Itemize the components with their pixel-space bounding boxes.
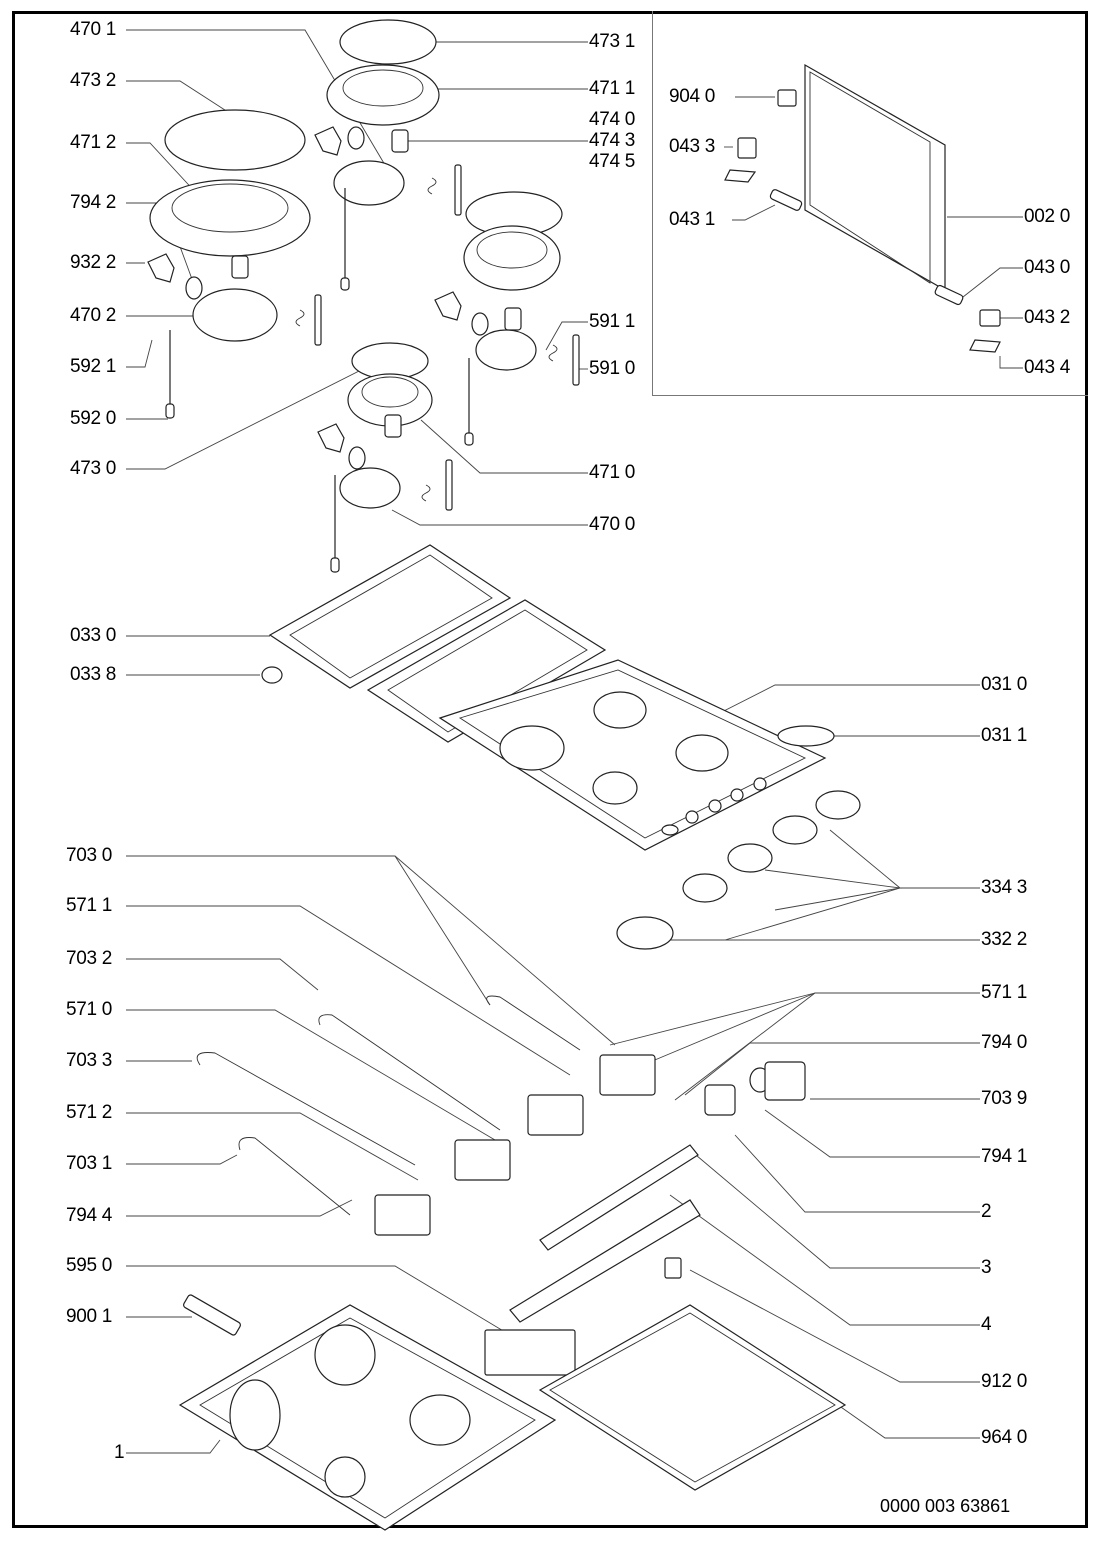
label-591-0: 591 0 [589, 358, 636, 379]
label-794-1: 794 1 [981, 1146, 1028, 1167]
label-703-3: 703 3 [66, 1050, 113, 1071]
label-033-0: 033 0 [70, 625, 117, 646]
label-703-2: 703 2 [66, 948, 113, 969]
label-703-1: 703 1 [66, 1153, 113, 1174]
label-2: 2 [981, 1201, 992, 1222]
label-595-0: 595 0 [66, 1255, 113, 1276]
label-703-9: 703 9 [981, 1088, 1028, 1109]
label-900-1: 900 1 [66, 1306, 113, 1327]
label-1: 1 [114, 1442, 125, 1463]
label-592-1: 592 1 [70, 356, 117, 377]
label-474-5: 474 5 [589, 151, 636, 172]
inset-leader-lines [724, 96, 1023, 369]
label-591-1: 591 1 [589, 311, 636, 332]
burner-heads [149, 64, 561, 427]
label-571-0: 571 0 [66, 999, 113, 1020]
label-031-0: 031 0 [981, 674, 1028, 695]
label-3: 3 [981, 1257, 992, 1278]
seal-gasket [538, 1304, 847, 1491]
label-471-0: 471 0 [589, 462, 636, 483]
label-033-8: 033 8 [70, 664, 117, 685]
label-592-0: 592 0 [70, 408, 117, 429]
hob-top-panel [438, 659, 827, 851]
label-043-0: 043 0 [1024, 257, 1071, 278]
label-043-2: 043 2 [1024, 307, 1071, 328]
diagram-frame [12, 11, 1088, 1528]
label-473-1: 473 1 [589, 31, 636, 52]
burner-caps [164, 19, 563, 380]
burner-bodies [192, 160, 537, 509]
injectors [231, 129, 522, 438]
manifold-and-fittings [484, 1061, 806, 1376]
label-473-0: 473 0 [70, 458, 117, 479]
control-knobs [616, 725, 861, 950]
leader-lines-right [391, 41, 980, 1439]
label-571-2: 571 2 [66, 1102, 113, 1123]
spark-electrodes [295, 164, 580, 511]
gas-taps [374, 1054, 656, 1236]
label-031-1: 031 1 [981, 725, 1028, 746]
document-number: 0000 003 63861 [880, 1496, 1011, 1516]
thermocouples [165, 188, 474, 573]
base-tray [178, 1294, 557, 1531]
label-043-4: 043 4 [1024, 357, 1071, 378]
gas-pipes [196, 995, 581, 1216]
leader-lines [126, 29, 616, 1454]
glass-lid-inset-box [652, 11, 1088, 396]
label-470-1: 470 1 [70, 19, 117, 40]
label-471-1: 471 1 [589, 78, 636, 99]
label-474-0: 474 0 [589, 109, 636, 130]
label-474-3: 474 3 [589, 130, 636, 151]
label-794-4: 794 4 [66, 1205, 113, 1226]
label-473-2: 473 2 [70, 70, 117, 91]
label-571-1-left: 571 1 [66, 895, 113, 916]
pan-supports [261, 544, 607, 743]
label-470-0: 470 0 [589, 514, 636, 535]
label-794-2: 794 2 [70, 192, 117, 213]
label-964-0: 964 0 [981, 1427, 1028, 1448]
label-904-0: 904 0 [669, 86, 716, 107]
label-571-1-right: 571 1 [981, 982, 1028, 1003]
label-912-0: 912 0 [981, 1371, 1028, 1392]
label-002-0: 002 0 [1024, 206, 1071, 227]
label-043-3: 043 3 [669, 136, 716, 157]
label-334-3: 334 3 [981, 877, 1028, 898]
label-043-1: 043 1 [669, 209, 716, 230]
seal-rings [185, 126, 489, 470]
label-703-0: 703 0 [66, 845, 113, 866]
label-471-2: 471 2 [70, 132, 117, 153]
label-470-2: 470 2 [70, 305, 117, 326]
label-4: 4 [981, 1314, 992, 1335]
label-932-2: 932 2 [70, 252, 117, 273]
label-332-2: 332 2 [981, 929, 1028, 950]
clips [147, 126, 462, 453]
glass-lid [724, 63, 1001, 353]
label-794-0: 794 0 [981, 1032, 1028, 1053]
